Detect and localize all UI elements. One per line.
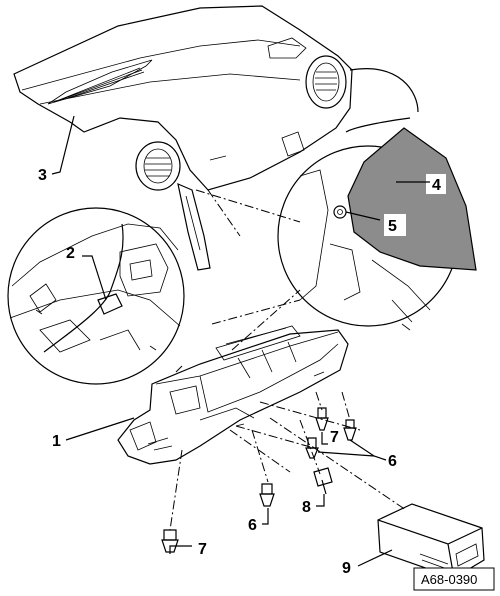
speaker-grill-right: [267, 37, 307, 59]
svg-text:6: 6: [388, 453, 397, 470]
svg-text:9: 9: [342, 560, 351, 577]
svg-text:6: 6: [248, 517, 257, 534]
figure-reference: A68-0390: [413, 567, 495, 591]
screw-5: [333, 205, 347, 219]
cover-4: [347, 127, 477, 271]
screw-7-upper: [315, 407, 329, 431]
dashboard-panel: [13, 5, 353, 271]
svg-text:2: 2: [66, 245, 75, 262]
callout-7-lower: 7: [169, 541, 207, 558]
screw-6-upper: [343, 419, 357, 441]
screw-6-mid: [305, 437, 319, 459]
callout-6-upper: 6: [317, 439, 397, 470]
clip-8: [313, 467, 333, 495]
callout-7-upper: 7: [321, 429, 339, 446]
assembly-lines: [169, 189, 407, 531]
screw-7-lower: [161, 529, 179, 553]
detail-circle-right: 4 5: [277, 68, 477, 331]
svg-text:7: 7: [198, 541, 207, 558]
detail-circle-left: 2: [7, 207, 185, 385]
callout-6-lower: 6: [248, 508, 269, 534]
callout-3: 3: [38, 115, 75, 184]
callout-8: 8: [302, 494, 325, 516]
unit-9: [377, 503, 485, 579]
callout-9: 9: [342, 549, 393, 577]
air-vent-left: [135, 141, 181, 191]
speaker-grill-left: [47, 59, 153, 105]
svg-text:A68-0390: A68-0390: [421, 572, 477, 587]
svg-text:4: 4: [432, 177, 441, 194]
svg-text:1: 1: [52, 433, 61, 450]
svg-text:5: 5: [388, 218, 397, 235]
glove-box-1: [117, 325, 349, 465]
callout-1: 1: [52, 417, 135, 450]
svg-text:7: 7: [330, 429, 339, 446]
svg-text:3: 3: [38, 167, 47, 184]
svg-text:8: 8: [302, 499, 311, 516]
screw-6-lower: [259, 483, 275, 507]
connector-2: [97, 293, 123, 315]
air-vent-right: [305, 55, 347, 109]
side-support: [177, 182, 211, 271]
